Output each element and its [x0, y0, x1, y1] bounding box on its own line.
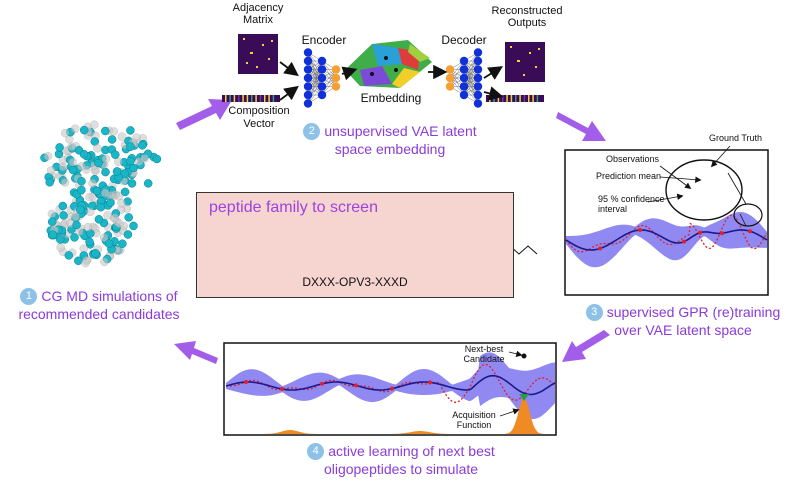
prediction-mean-label: Prediction mean: [596, 171, 662, 181]
step-1-number: 1: [20, 287, 38, 305]
acquisition-function-label: Acquisition Function: [452, 410, 496, 430]
step-4-number: 4: [307, 442, 325, 460]
reconstructed-matrix-output: [505, 42, 545, 82]
protein-structure-image: [40, 120, 162, 268]
adjacency-matrix-label: Adjacency Matrix: [232, 2, 284, 26]
pointer-confidence: [647, 193, 684, 203]
peptide-family-box: peptide family to screen DXXX-OPV3-XXXD: [196, 192, 514, 298]
arrow-decoder-to-matrix: [483, 66, 504, 80]
next-best-candidate-point: [521, 353, 527, 359]
step-2-number: 2: [303, 122, 321, 140]
pointer-ground-truth: [710, 145, 731, 168]
pointer-prediction-mean: [659, 176, 702, 183]
gpr-zoom-ellipse-large: [665, 159, 743, 221]
encoder-network: [303, 48, 341, 108]
peptide-family-title: peptide family to screen: [209, 199, 378, 216]
active-learning-panel: [223, 342, 557, 436]
embedding-surface: [345, 40, 432, 88]
confidence-interval-label: 95 % confidence interval: [598, 194, 665, 214]
observations-label: Observations: [606, 154, 660, 164]
reconstructed-vector-output: [486, 95, 544, 102]
composition-vector-label: Composition Vector: [228, 105, 290, 130]
gpr-zoom-ellipse-small: [733, 203, 763, 227]
cycle-arrow-4-to-1: [174, 341, 218, 364]
next-best-candidate-label: Next-best Candidate: [463, 344, 505, 364]
arrow-matrix-to-encoder: [279, 61, 299, 77]
arrow-vector-to-encoder: [279, 85, 299, 101]
gpr-observations: [598, 228, 752, 251]
cycle-arrow-2-to-3: [556, 112, 606, 141]
step-3-number: 3: [585, 303, 603, 321]
acquisition-max-marker: [519, 394, 529, 401]
cycle-arrow-3-to-4: [562, 330, 610, 362]
gpr-ground-truth: [565, 214, 768, 253]
decoder-label: Decoder: [441, 33, 487, 47]
acquisition-function-curve: [226, 398, 555, 434]
al-confidence-band: [226, 352, 555, 420]
reconstructed-outputs-label: Reconstructed Outputs: [491, 5, 563, 29]
cycle-arrow-1-to-2: [176, 99, 232, 130]
adjacency-matrix-input: [238, 34, 278, 74]
embedding-label: Embedding: [360, 91, 422, 105]
arrow-encoder-to-embedding: [341, 66, 358, 81]
ground-truth-label: Ground Truth: [709, 133, 763, 143]
al-observations: [244, 380, 432, 391]
composition-vector-input: [222, 95, 280, 102]
encoder-label: Encoder: [301, 33, 347, 47]
arrow-decoder-to-vector: [483, 86, 504, 101]
pointer-observations: [659, 165, 692, 189]
decoder-network: [445, 48, 483, 108]
gpr-panel: [564, 145, 769, 296]
peptide-family-name: DXXX-OPV3-XXXD: [302, 275, 408, 289]
